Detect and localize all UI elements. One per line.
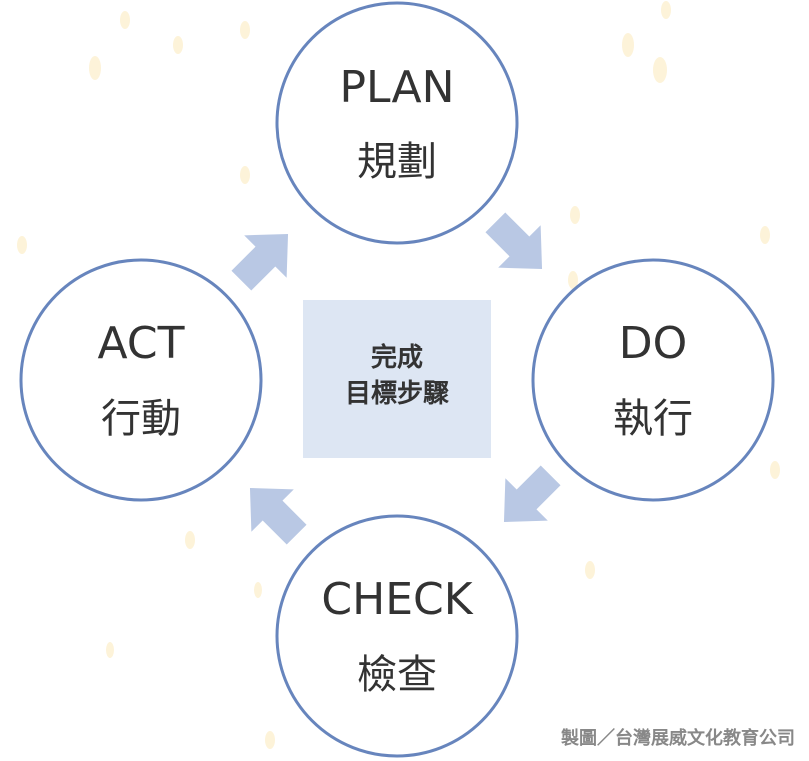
center-box: [303, 300, 491, 458]
arrow-do-to-check: [503, 465, 561, 523]
credit-text: 製圖／台灣展威文化教育公司: [561, 728, 795, 749]
background-dots: [17, 1, 780, 749]
plan-circle: [275, 1, 519, 245]
arrow-plan-to-do: [485, 212, 543, 270]
center-line2: 目標步驟: [345, 378, 449, 409]
act-circle: [19, 258, 263, 502]
arrow-check-to-act: [249, 487, 307, 545]
check-circle: [275, 514, 519, 758]
act-label-en: ACT: [98, 318, 185, 369]
check-label-en: CHECK: [321, 574, 473, 625]
act-label-zh: 行動: [101, 396, 181, 442]
do-label-zh: 執行: [613, 396, 693, 442]
plan-label-zh: 規劃: [357, 139, 437, 185]
do-circle: [531, 258, 775, 502]
plan-label-en: PLAN: [339, 62, 454, 113]
center-line1: 完成: [371, 342, 423, 373]
do-label-en: DO: [619, 318, 688, 369]
arrow-act-to-plan: [231, 233, 289, 291]
check-label-zh: 檢查: [357, 652, 437, 698]
